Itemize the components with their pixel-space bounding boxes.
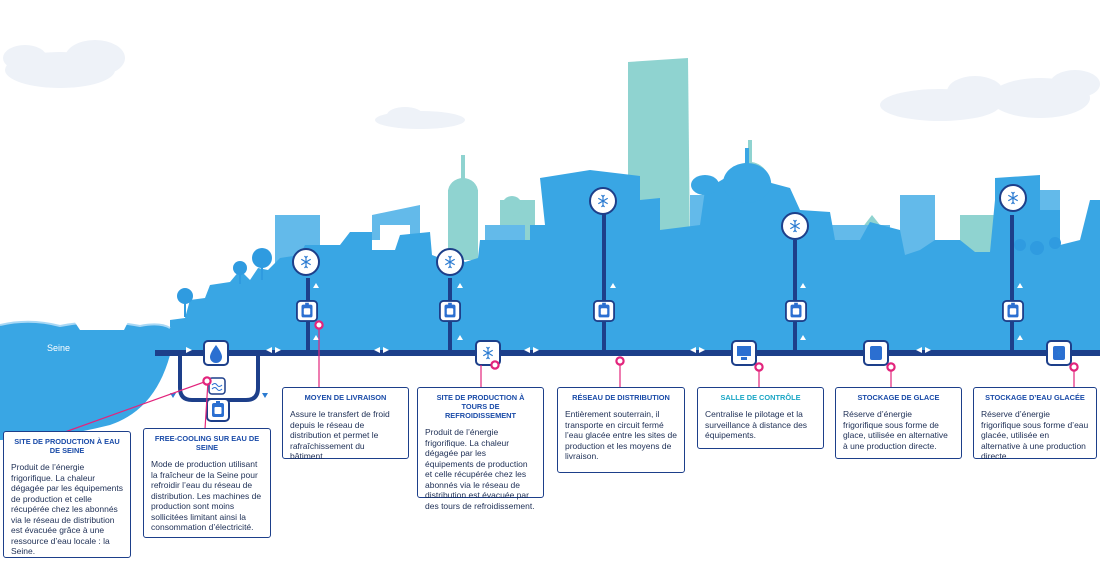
card-title: SITE DE PRODUCTION À TOURS DE REFROIDISS…: [436, 393, 525, 420]
card-moyen-livraison: MOYEN DE LIVRAISON Assure le transfert d…: [282, 387, 409, 461]
card-tours-refroidissement: SITE DE PRODUCTION À TOURS DE REFROIDISS…: [417, 387, 544, 511]
card-title: RÉSEAU DE DISTRIBUTION: [572, 393, 670, 402]
cooling-tower-icon: [475, 340, 501, 366]
card-title: STOCKAGE D’EAU GLACÉE: [985, 393, 1085, 402]
card-free-cooling: FREE-COOLING SUR EAU DE SEINE Mode de pr…: [143, 428, 271, 538]
card-stockage-glace: STOCKAGE DE GLACE Réserve d’énergie frig…: [835, 387, 962, 459]
card-body: Assure le transfert de froid depuis le r…: [290, 409, 390, 461]
seine-label: Seine: [47, 343, 71, 353]
trees: [177, 196, 1061, 317]
card-body: Réserve d’énergie frigorifique sous form…: [981, 409, 1089, 461]
card-title: SALLE DE CONTRÔLE: [720, 393, 801, 402]
seine-river: [0, 320, 171, 440]
ice-storage-icon: [863, 340, 889, 366]
cloud-small: [375, 107, 465, 129]
city-skyline: [170, 148, 1100, 355]
card-title: STOCKAGE DE GLACE: [857, 393, 940, 402]
card-salle-controle: SALLE DE CONTRÔLE Centralise le pilotage…: [697, 387, 824, 449]
card-title: FREE-COOLING SUR EAU DE SEINE: [154, 434, 260, 452]
card-reseau-distribution: RÉSEAU DE DISTRIBUTION Entièrement soute…: [557, 387, 685, 473]
card-title: SITE DE PRODUCTION À EAU DE SEINE: [14, 437, 120, 455]
card-body: Entièrement souterrain, il transporte en…: [565, 409, 677, 461]
boat-icon: [72, 309, 130, 330]
cloud-left: [3, 40, 125, 88]
card-body: Réserve d’énergie frigorifique sous form…: [843, 409, 948, 451]
flow-arrows: [186, 283, 1023, 353]
card-body: Centralise le pilotage et la surveillanc…: [705, 409, 808, 440]
card-body: Produit de l’énergie frigorifique. La ch…: [425, 427, 535, 511]
marker-dots: [202, 320, 1079, 386]
chilled-water-storage-icon: [1046, 340, 1072, 366]
main-pipe: [155, 350, 1100, 356]
snowflake-icons: [292, 184, 1027, 276]
cloud-right: [880, 70, 1100, 121]
card-stockage-eau-glacee: STOCKAGE D’EAU GLACÉE Réserve d’énergie …: [973, 387, 1097, 461]
card-site-seine: SITE DE PRODUCTION À EAU DE SEINE Produi…: [3, 431, 131, 558]
free-cooling-exchanger-icon: [208, 377, 226, 395]
leader-lines: [64, 325, 1075, 433]
card-body: Mode de production utilisant la fraîcheu…: [151, 459, 262, 532]
card-body: Produit de l’énergie frigorifique. La ch…: [11, 462, 123, 556]
control-room-icon: [731, 340, 757, 366]
card-title: MOYEN DE LIVRAISON: [304, 393, 387, 402]
water-drop-icon: [203, 340, 229, 366]
